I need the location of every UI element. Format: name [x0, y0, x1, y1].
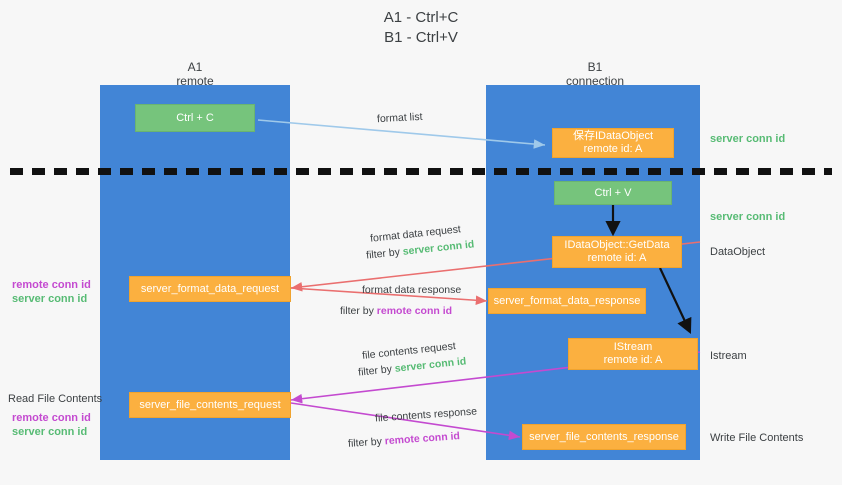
filter-prefix: filter by — [347, 435, 386, 450]
node-ctrl-c[interactable]: Ctrl + C — [135, 104, 255, 132]
annotation-text: Istream — [710, 350, 747, 362]
column-a1-sub: remote — [176, 74, 214, 88]
column-b1-sub: connection — [565, 74, 625, 88]
annotation-left-server-conn-id-1: server conn id — [12, 293, 88, 305]
title-line-1: A1 - Ctrl+C — [383, 9, 459, 26]
node-server-file-contents-request[interactable]: server_file_contents_request — [129, 392, 291, 418]
node-idataobject-getdata-line-1: IDataObject::GetData — [564, 239, 670, 251]
node-idataobject-getdata-line-2: remote id: A — [587, 252, 647, 264]
node-save-idataobject-line-1: 保存IDataObject — [572, 130, 654, 142]
node-istream-line-1: IStream — [613, 341, 653, 353]
node-istream-line-2: remote id: A — [603, 354, 663, 366]
diagram-title: A1 - Ctrl+C B1 - Ctrl+V — [0, 8, 842, 48]
node-server-format-data-request[interactable]: server_format_data_request — [129, 276, 291, 302]
edge-label-format-data-response-filter: filter by remote conn id — [340, 305, 452, 318]
edge-label-file-contents-response-text: file contents response — [374, 405, 478, 425]
annotation-text: DataObject — [710, 246, 766, 258]
node-save-idataobject[interactable]: 保存IDataObject remote id: A — [552, 128, 674, 158]
phase-divider — [10, 168, 832, 175]
annotation-left-read-file-contents: Read File Contents — [8, 392, 102, 406]
node-save-idataobject-line-2: remote id: A — [583, 143, 643, 155]
node-ctrl-c-label: Ctrl + C — [176, 111, 214, 124]
annotation-text: server conn id — [710, 211, 786, 223]
annotation-left-conn-ids-1: remote conn id server conn id — [12, 278, 91, 306]
node-server-file-contents-response[interactable]: server_file_contents_response — [522, 424, 686, 450]
edge-label-format-data-response-text: format data response — [362, 284, 462, 296]
node-istream[interactable]: IStream remote id: A — [568, 338, 698, 370]
annotation-left-remote-conn-id-2: remote conn id — [12, 412, 91, 424]
filter-remote-conn-id: remote conn id — [376, 305, 453, 317]
annotation-left-remote-conn-id-1: remote conn id — [12, 279, 91, 291]
node-server-file-contents-request-label: server_file_contents_request — [139, 398, 281, 411]
filter-prefix: filter by — [340, 305, 377, 317]
edge-label-format-data-response: format data response — [362, 284, 461, 297]
edge-label-file-contents-response-filter: filter by remote conn id — [348, 430, 461, 451]
annotation-right-dataobject: DataObject — [710, 245, 765, 259]
node-idataobject-getdata[interactable]: IDataObject::GetData remote id: A — [552, 236, 682, 268]
node-server-format-data-response-label: server_format_data_response — [493, 294, 641, 307]
annotation-right-istream: Istream — [710, 349, 747, 363]
annotation-left-server-conn-id-2: server conn id — [12, 426, 88, 438]
node-server-format-data-request-label: server_format_data_request — [140, 282, 280, 295]
node-server-file-contents-response-label: server_file_contents_response — [529, 430, 679, 443]
filter-remote-conn-id: remote conn id — [384, 430, 461, 448]
node-server-format-data-response[interactable]: server_format_data_response — [488, 288, 646, 314]
column-header-b1: B1 connection — [530, 60, 660, 88]
column-b1-name: B1 — [587, 60, 603, 74]
column-a1-name: A1 — [187, 60, 203, 74]
annotation-text: Write File Contents — [710, 432, 804, 444]
node-ctrl-v-label: Ctrl + V — [594, 186, 632, 199]
annotation-right-write-file-contents: Write File Contents — [710, 431, 803, 445]
edge-label-format-list-text: format list — [376, 110, 423, 126]
annotation-right-server-conn-id-1: server conn id — [710, 132, 785, 146]
annotation-left-conn-ids-2: remote conn id server conn id — [12, 411, 91, 439]
edge-label-file-contents-response: file contents response — [375, 405, 478, 425]
title-line-2: B1 - Ctrl+V — [384, 29, 458, 46]
node-ctrl-v[interactable]: Ctrl + V — [554, 181, 672, 205]
annotation-text: Read File Contents — [8, 393, 103, 405]
annotation-text: server conn id — [710, 133, 786, 145]
column-header-a1: A1 remote — [130, 60, 260, 88]
filter-prefix: filter by — [357, 362, 396, 379]
edge-label-format-list: format list — [377, 111, 423, 126]
filter-prefix: filter by — [365, 245, 404, 262]
annotation-right-server-conn-id-2: server conn id — [710, 210, 785, 224]
